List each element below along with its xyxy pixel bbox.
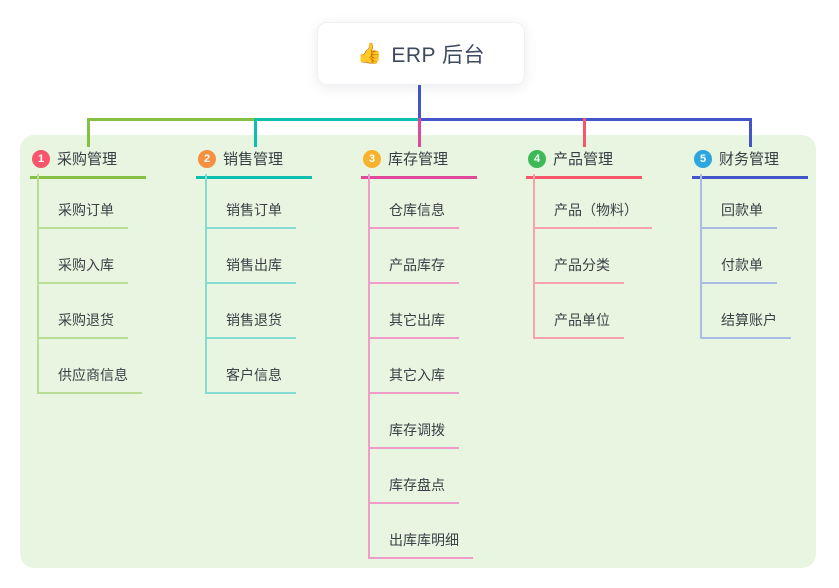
child-node[interactable]: 销售退货 (207, 284, 296, 339)
child-node[interactable]: 其它入库 (370, 339, 459, 394)
connector-root-trunk (418, 83, 421, 121)
connector-branch-drop-4 (583, 118, 586, 147)
child-node[interactable]: 其它出库 (370, 284, 459, 339)
child-node[interactable]: 销售出库 (207, 229, 296, 284)
child-node[interactable]: 库存调拨 (370, 394, 459, 449)
connector-branch-drop-5 (749, 118, 752, 147)
background-panel (20, 135, 816, 568)
branch-header-4[interactable]: 4 产品管理 (526, 146, 642, 179)
branch-column-3: 仓库信息产品库存其它出库其它入库库存调拨库存盘点出库库明细 (368, 174, 473, 559)
child-node[interactable]: 回款单 (702, 174, 777, 229)
branch-label: 销售管理 (223, 151, 284, 168)
child-node[interactable]: 产品库存 (370, 229, 459, 284)
branch-number-badge: 4 (528, 149, 546, 168)
branch-column-1: 采购订单采购入库采购退货供应商信息 (37, 174, 142, 394)
child-node[interactable]: 仓库信息 (370, 174, 459, 229)
connector-branch-drop-1 (87, 118, 90, 147)
branch-header-3[interactable]: 3 库存管理 (361, 146, 477, 179)
child-node[interactable]: 采购退货 (39, 284, 128, 339)
connector-bus-left (87, 118, 254, 121)
child-node[interactable]: 付款单 (702, 229, 777, 284)
child-node[interactable]: 产品（物料） (535, 174, 652, 229)
child-node[interactable]: 采购订单 (39, 174, 128, 229)
child-node[interactable]: 产品分类 (535, 229, 624, 284)
branch-header-5[interactable]: 5 财务管理 (692, 146, 808, 179)
branch-column-4: 产品（物料）产品分类产品单位 (533, 174, 652, 339)
connector-branch-drop-2 (254, 118, 257, 147)
branch-number-badge: 5 (694, 149, 712, 168)
branch-label: 库存管理 (388, 151, 449, 168)
branch-number-badge: 1 (32, 149, 50, 168)
thumbs-up-icon: 👍 (356, 43, 383, 65)
child-node[interactable]: 出库库明细 (370, 504, 473, 559)
branch-number-badge: 2 (198, 149, 216, 168)
branch-label: 财务管理 (719, 151, 780, 168)
child-node[interactable]: 产品单位 (535, 284, 624, 339)
root-node[interactable]: 👍 ERP 后台 (317, 22, 525, 85)
connector-branch-drop-3 (418, 118, 421, 147)
connector-bus-mid (254, 118, 418, 121)
branch-header-2[interactable]: 2 销售管理 (196, 146, 312, 179)
branch-column-2: 销售订单销售出库销售退货客户信息 (205, 174, 296, 394)
child-node[interactable]: 结算账户 (702, 284, 791, 339)
child-node[interactable]: 客户信息 (207, 339, 296, 394)
branch-column-5: 回款单付款单结算账户 (700, 174, 791, 339)
child-node[interactable]: 库存盘点 (370, 449, 459, 504)
branch-header-1[interactable]: 1 采购管理 (30, 146, 146, 179)
child-node[interactable]: 供应商信息 (39, 339, 142, 394)
child-node[interactable]: 采购入库 (39, 229, 128, 284)
root-label: ERP 后台 (391, 43, 486, 67)
branch-number-badge: 3 (363, 149, 381, 168)
branch-label: 产品管理 (553, 151, 614, 168)
branch-label: 采购管理 (57, 151, 118, 168)
child-node[interactable]: 销售订单 (207, 174, 296, 229)
